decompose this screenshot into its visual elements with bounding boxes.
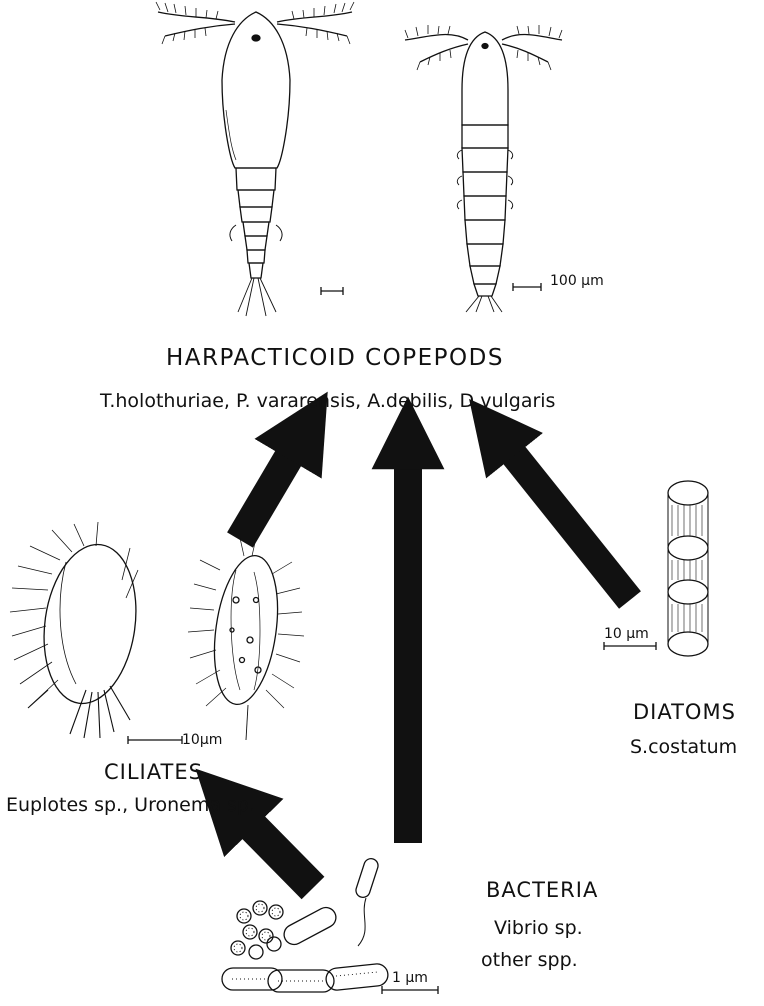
copepods-title: HARPACTICOID COPEPODS — [166, 345, 504, 371]
copepods-species: T.holothuriae, P. vararensis, A.debilis,… — [100, 390, 555, 412]
copepod-illustration-1 — [156, 2, 354, 316]
arrow-bacteria-to-ciliates — [248, 822, 313, 888]
ciliates-title: CILIATES — [104, 760, 203, 784]
ciliate-scale-bar — [128, 736, 182, 744]
arrow-ciliates-to-copepods — [240, 452, 292, 540]
diatom-illustration — [668, 481, 708, 656]
diatom-scale-bar — [604, 642, 656, 650]
ciliates-species: Euplotes sp., Uronema sp. — [6, 794, 255, 816]
arrow-diatoms-to-copepods — [510, 450, 630, 600]
diatoms-species: S.costatum — [630, 736, 737, 758]
bacteria-title: BACTERIA — [486, 878, 598, 902]
ciliate-illustration-1 — [10, 522, 146, 738]
bacteria-scale-label: 1 µm — [392, 970, 428, 986]
copepod-scale-bar-1 — [321, 287, 343, 295]
bacteria-scale-bar — [382, 986, 438, 994]
diatom-scale-label: 10 µm — [604, 626, 649, 642]
ciliate-scale-label: 10µm — [182, 732, 222, 748]
bacteria-species-2: other spp. — [481, 949, 578, 971]
bacteria-species-1: Vibrio sp. — [494, 917, 583, 939]
copepod-scale-bar-2 — [513, 283, 541, 291]
copepod-illustration-2 — [405, 25, 562, 312]
diatoms-title: DIATOMS — [633, 700, 736, 724]
ciliate-illustration-2 — [188, 538, 304, 740]
copepod-scale-label: 100 µm — [550, 273, 604, 289]
